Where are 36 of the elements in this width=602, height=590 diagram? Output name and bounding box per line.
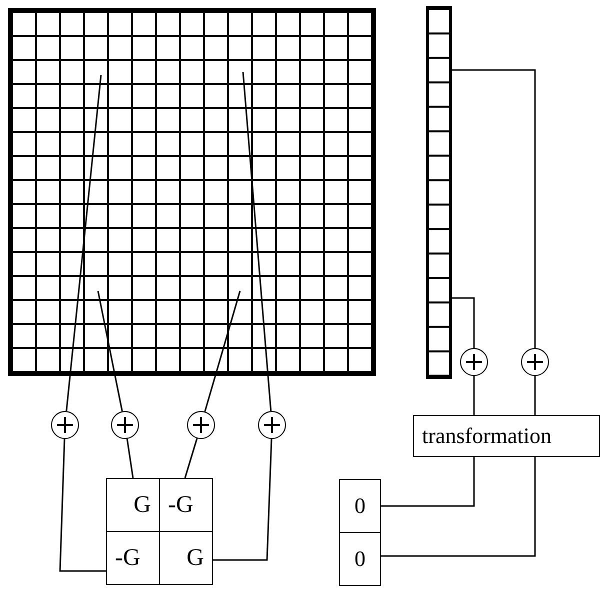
matrix-cell xyxy=(106,478,160,532)
connector-line xyxy=(97,290,123,412)
connector-line xyxy=(534,376,536,415)
connector-line xyxy=(452,297,475,348)
adder-circle xyxy=(521,348,549,376)
connector-line xyxy=(184,438,198,478)
transformation-box xyxy=(413,415,600,457)
matrix-grid xyxy=(8,8,376,376)
connector-line xyxy=(59,438,106,572)
connector-line xyxy=(381,457,475,507)
vector-cell xyxy=(339,532,381,586)
adder-circle xyxy=(187,411,215,439)
connector-line xyxy=(452,69,536,348)
vector-column xyxy=(426,6,452,379)
connector-line xyxy=(204,290,241,412)
matrix-cell xyxy=(159,478,213,532)
adder-circle xyxy=(460,348,488,376)
matrix-cell xyxy=(159,531,213,585)
adder-circle xyxy=(51,411,79,439)
connector-line xyxy=(473,376,475,415)
matrix-cell xyxy=(106,531,160,585)
node-label: 0 xyxy=(354,493,366,519)
node-label: -G xyxy=(115,544,140,572)
connector-line xyxy=(242,72,272,412)
node-label: G xyxy=(134,492,151,518)
node-label: G xyxy=(186,544,204,572)
adder-circle xyxy=(111,411,139,439)
node-label: transformation xyxy=(422,423,552,449)
vector-cell xyxy=(339,479,381,533)
connector-line xyxy=(66,74,102,412)
adder-circle xyxy=(258,411,286,439)
node-label: 0 xyxy=(354,546,366,572)
connector-line xyxy=(213,438,272,561)
connector-line xyxy=(126,438,134,478)
node-label: -G xyxy=(168,492,194,518)
connector-line xyxy=(381,457,536,557)
